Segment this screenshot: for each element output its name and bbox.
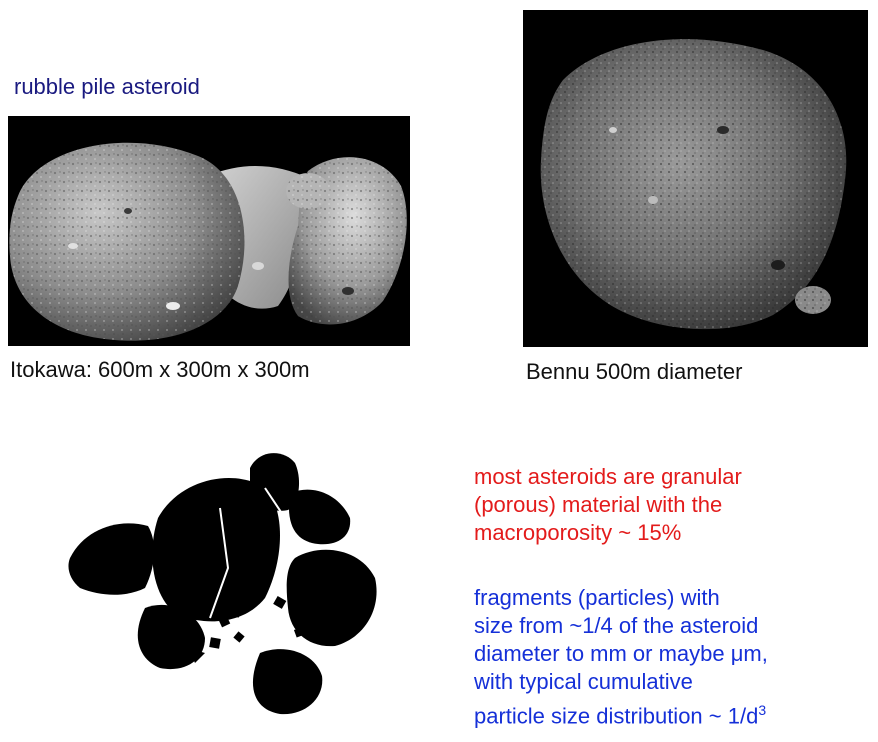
rubble-pile-diagram [60, 448, 400, 718]
fragments-line-5: particle size distribution ~ 1/d3 [474, 696, 768, 730]
fragments-line-4: with typical cumulative [474, 669, 693, 694]
fragments-line-2: size from ~1/4 of the asteroid [474, 613, 759, 638]
bennu-caption: Bennu 500m diameter [526, 359, 743, 384]
fragments-line-3: diameter to mm or maybe μm, [474, 641, 768, 666]
slide-title: rubble pile asteroid [14, 74, 200, 99]
porosity-line-1: most asteroids are granular [474, 464, 742, 489]
porosity-note: most asteroids are granular (porous) mat… [474, 463, 742, 547]
bennu-photo [523, 10, 868, 347]
itokawa-photo [8, 116, 410, 346]
itokawa-caption: Itokawa: 600m x 300m x 300m [10, 357, 310, 382]
porosity-line-2: (porous) material with the [474, 492, 723, 517]
distribution-text: particle size distribution ~ 1/d [474, 703, 759, 729]
porosity-line-3: macroporosity ~ 15% [474, 520, 682, 545]
fragments-note: fragments (particles) with size from ~1/… [474, 584, 768, 730]
fragments-line-1: fragments (particles) with [474, 585, 720, 610]
distribution-exponent: 3 [758, 702, 767, 718]
